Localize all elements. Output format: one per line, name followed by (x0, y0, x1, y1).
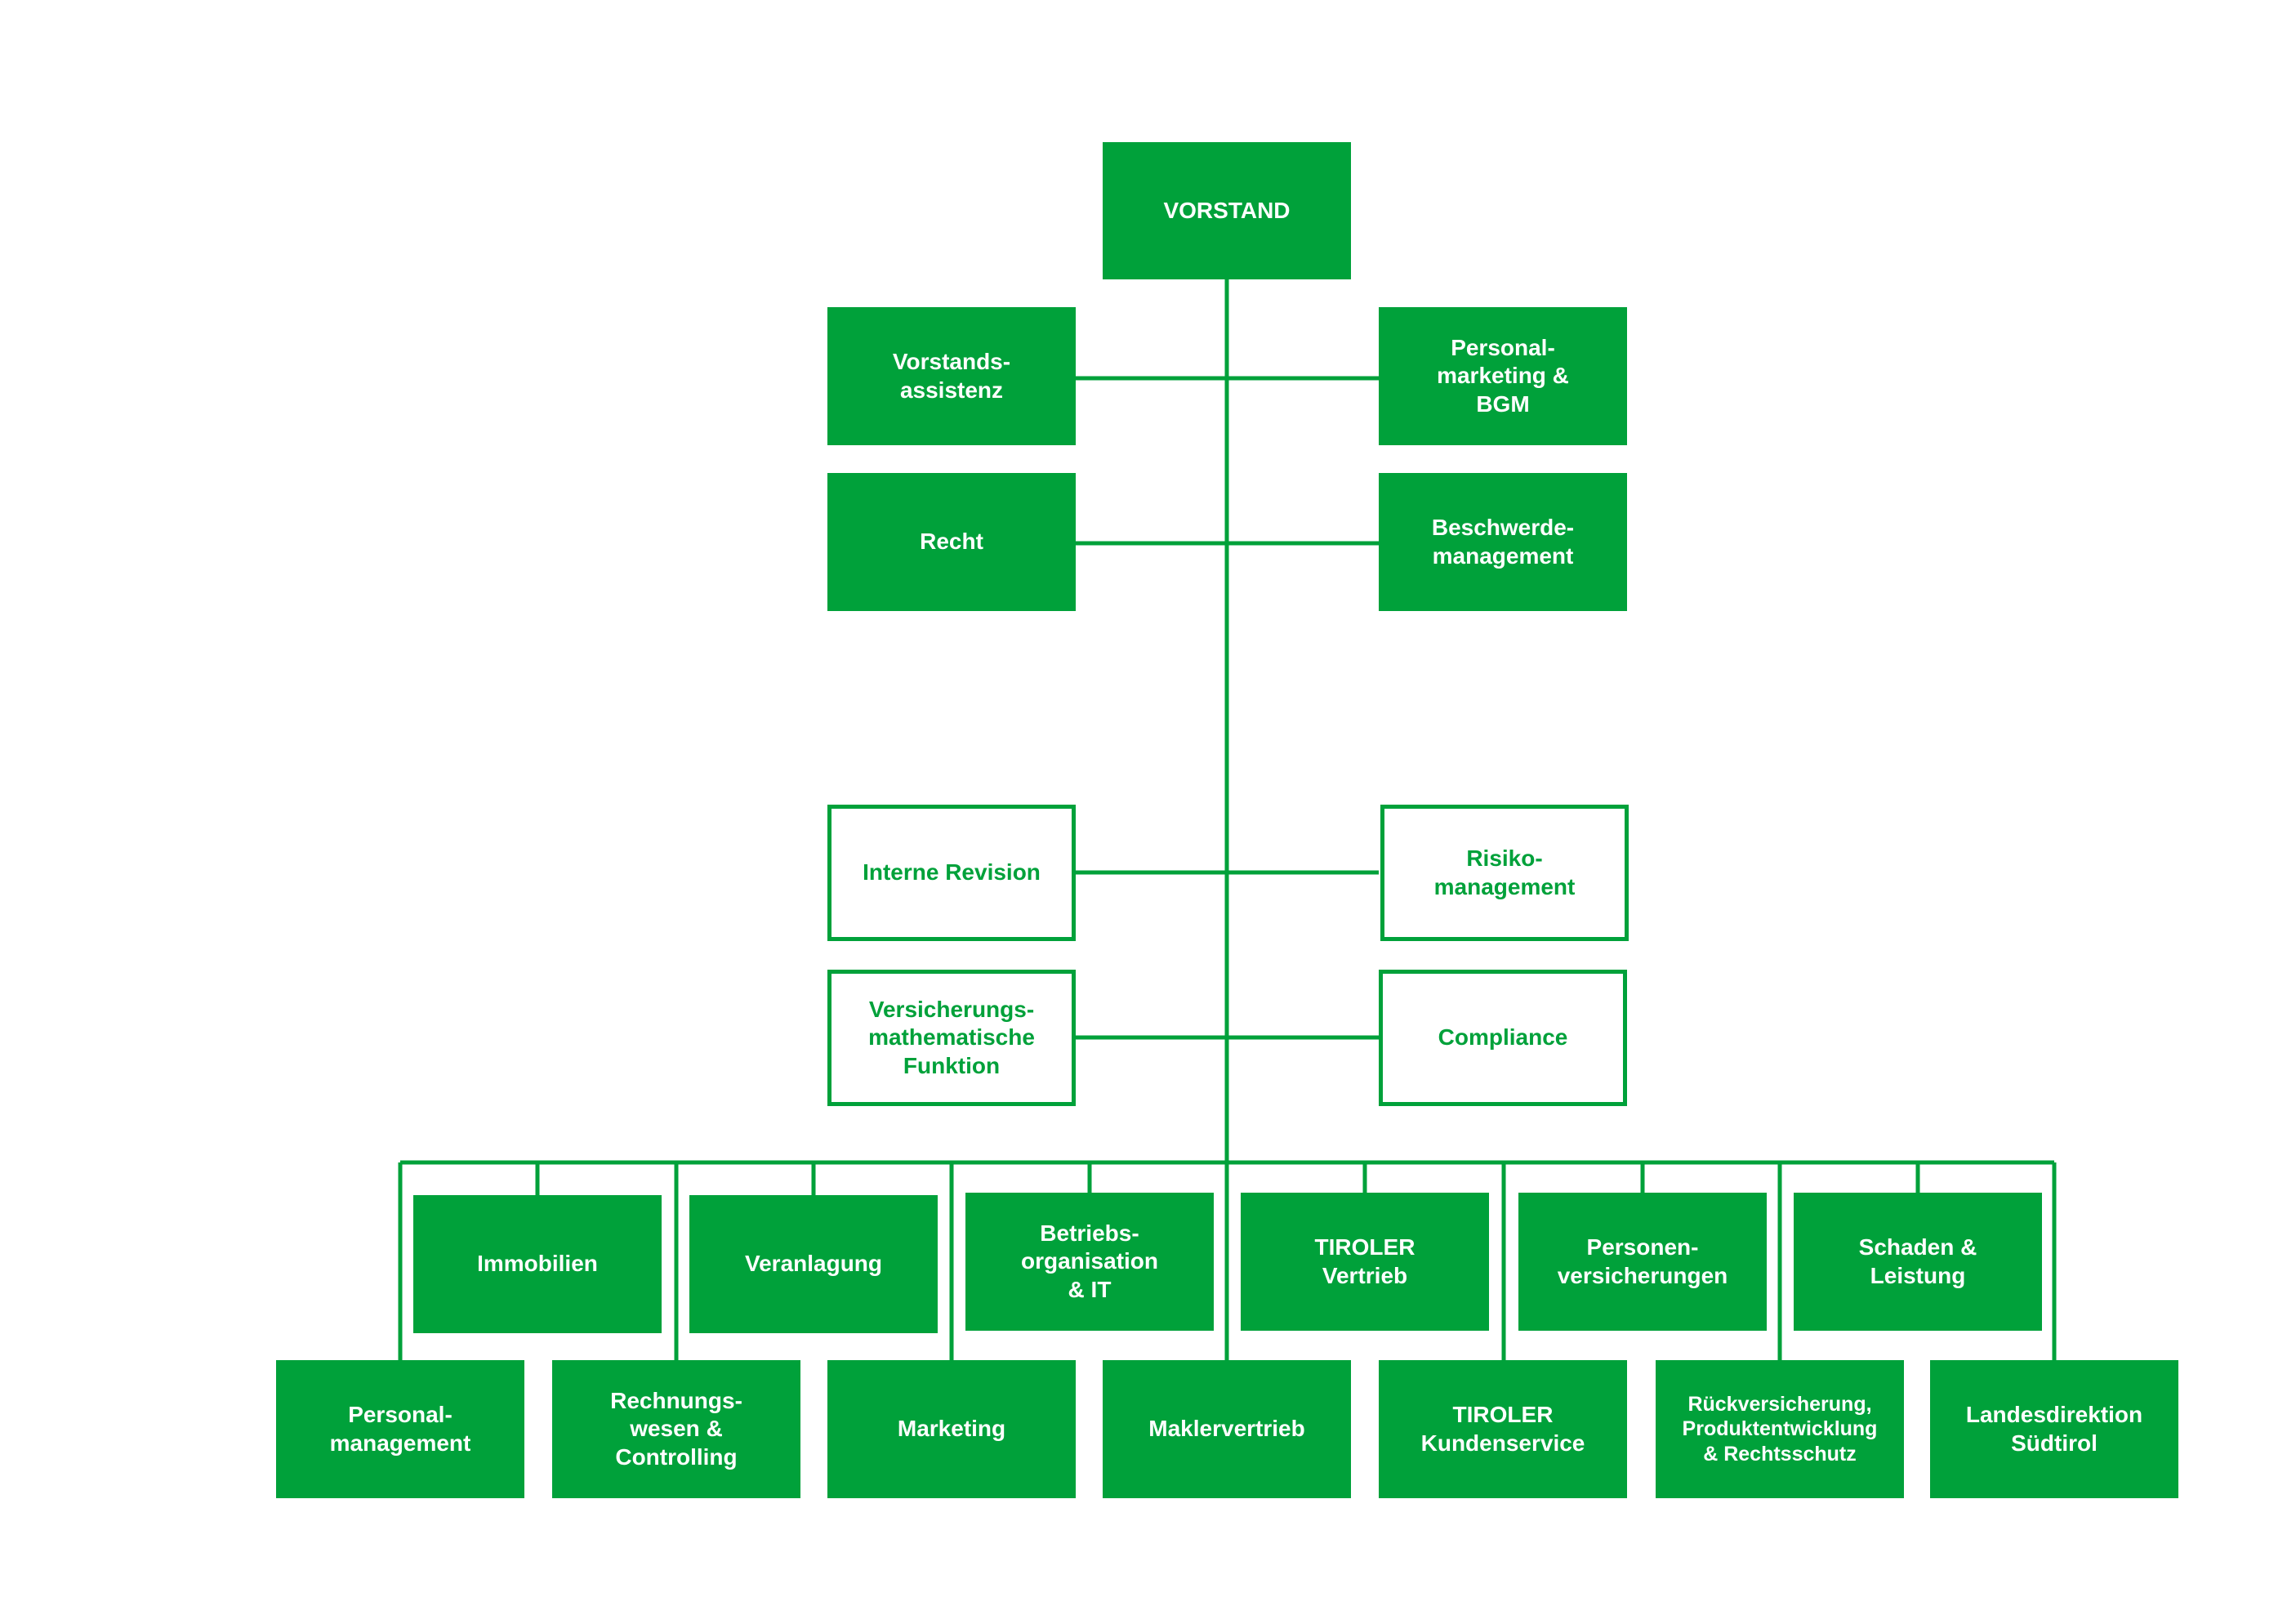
box-veranlagung: Veranlagung (689, 1195, 938, 1333)
box-beschwerdemanagement: Beschwerde- management (1379, 473, 1627, 611)
box-rechnungswesen-controlling: Rechnungs- wesen & Controlling (552, 1360, 800, 1498)
box-compliance: Compliance (1379, 970, 1627, 1106)
box-personenversicherungen: Personen- versicherungen (1518, 1193, 1767, 1331)
box-recht: Recht (827, 473, 1076, 611)
box-personalmarketing-bgm: Personal- marketing & BGM (1379, 307, 1627, 445)
box-tiroler-kundenservice: TIROLER Kundenservice (1379, 1360, 1627, 1498)
box-interne-revision: Interne Revision (827, 805, 1076, 941)
box-tiroler-vertrieb: TIROLER Vertrieb (1241, 1193, 1489, 1331)
box-landesdirektion-suedtirol: Landesdirektion Südtirol (1930, 1360, 2178, 1498)
box-personalmanagement: Personal- management (276, 1360, 524, 1498)
box-risikomanagement: Risiko- management (1380, 805, 1629, 941)
box-rueckversicherung-produktentwicklung-rechtsschutz: Rückversicherung, Produktentwicklung & R… (1656, 1360, 1904, 1498)
box-versicherungsmathematische-funktion: Versicherungs- mathematische Funktion (827, 970, 1076, 1106)
box-vorstandsassistenz: Vorstands- assistenz (827, 307, 1076, 445)
box-schaden-leistung: Schaden & Leistung (1794, 1193, 2042, 1331)
box-vorstand: VORSTAND (1103, 142, 1351, 279)
box-marketing: Marketing (827, 1360, 1076, 1498)
box-maklervertrieb: Maklervertrieb (1103, 1360, 1351, 1498)
box-betriebsorganisation-it: Betriebs- organisation & IT (965, 1193, 1214, 1331)
box-immobilien: Immobilien (413, 1195, 662, 1333)
